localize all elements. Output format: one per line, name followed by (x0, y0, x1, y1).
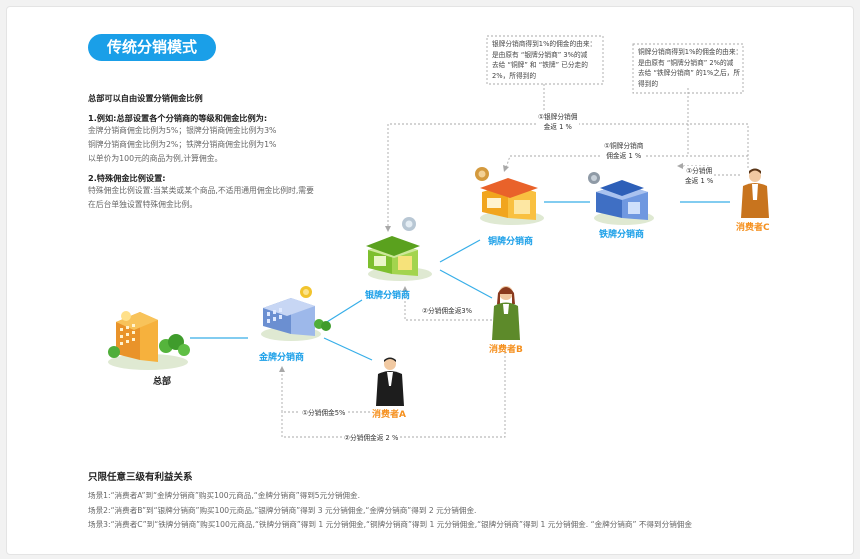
page-title: 传统分销模式 (88, 34, 216, 61)
edge-label-gold-a: ①分销佣金5% (300, 408, 348, 418)
bronze-store-icon (475, 167, 544, 225)
dashed-path-e5 (505, 155, 749, 169)
consumer-c-person-icon (741, 168, 769, 218)
solid-link-gold-consumer-a (323, 337, 373, 361)
arrowhead-up (279, 366, 285, 372)
section2-line: 特殊佣金比例设置:当某类或某个商品,不适用通用佣金比例时,需要 (88, 186, 314, 195)
arrowhead-up (402, 286, 408, 292)
consumer-a-person-icon (376, 357, 404, 406)
edge-label-iron-c: ①分销佣金返 1 % (684, 166, 715, 186)
edge-label-silver-b: ②分销佣金返3% (420, 306, 475, 316)
silver-store-icon (366, 217, 432, 281)
canvas-card (6, 6, 854, 555)
note-box-right (632, 43, 744, 94)
gold-label: 金牌分销商 (259, 353, 305, 363)
solid-link-silver-consumer-b (439, 269, 493, 299)
gold-store-icon (261, 286, 331, 341)
edge-label-silver: ①银牌分销佣金返 1 % (536, 112, 580, 132)
silver-label: 银牌分销商 (365, 291, 411, 301)
dashed-path-e3 (404, 290, 492, 321)
section1-title: 1.例如:总部设置各个分销商的等级和佣金比例为: (88, 113, 268, 123)
hq-building-icon (108, 311, 190, 370)
scene-line: 场景2:“消费者B”到“银牌分销商”购买100元商品,“银牌分销商”得到 3 元… (88, 506, 477, 515)
section2-title: 2.特殊佣金比例设置: (88, 173, 166, 183)
edge-label-gold-b: ②分销佣金返 2 % (342, 433, 401, 443)
arrowhead-left (677, 163, 683, 169)
consumer-b-person-icon (492, 286, 520, 340)
intro-heading: 总部可以自由设置分销佣金比例 (88, 93, 203, 103)
solid-link-silver-bronze (439, 239, 481, 263)
consumer-c-label: 消费者C (736, 223, 770, 233)
note-left: 银牌分销商得到1%的佣金的由来： 是由原有 “银牌分销商” 3%的减 去给 “铜… (492, 40, 597, 80)
iron-store-icon (588, 172, 654, 225)
section2-line: 在后台单独设置特殊佣金比例。 (88, 200, 198, 209)
arrowhead-down (503, 165, 509, 172)
bronze-label: 铜牌分销商 (488, 237, 534, 247)
consumer-a-label: 消费者A (372, 410, 406, 420)
footer-title: 只限任意三级有利益关系 (88, 472, 193, 483)
scene-line: 场景1:“消费者A”到“金牌分销商”购买100元商品,“金牌分销商”得到5元分销… (88, 491, 361, 500)
hq-label: 总部 (153, 377, 172, 387)
consumer-b-label: 消费者B (489, 345, 523, 355)
section1-line: 以单价为100元的商品为例,计算佣金。 (88, 154, 223, 163)
solid-link-gold-silver (321, 299, 363, 326)
note-box-left (486, 35, 604, 85)
note-right: 铜牌分销商得到1%的佣金的由来： 是由原有 “铜牌分销商” 2%的减 去给 “铁… (638, 48, 743, 88)
dashed-path-e1 (281, 370, 370, 413)
iron-label: 铁牌分销商 (599, 230, 645, 240)
section1-line: 金牌分销商佣金比例为5%；银牌分销商佣金比例为3% (88, 126, 277, 135)
edge-label-bronze: ①铜牌分销商佣金返 1 % (602, 141, 646, 161)
arrowhead-down (385, 226, 391, 232)
scene-line: 场景3:“消费者C”到“铁牌分销商”购买100元商品,“铁牌分销商”得到 1 元… (88, 520, 692, 529)
section1-line: 铜牌分销商佣金比例为2%；铁牌分销商佣金比例为1% (88, 140, 277, 149)
